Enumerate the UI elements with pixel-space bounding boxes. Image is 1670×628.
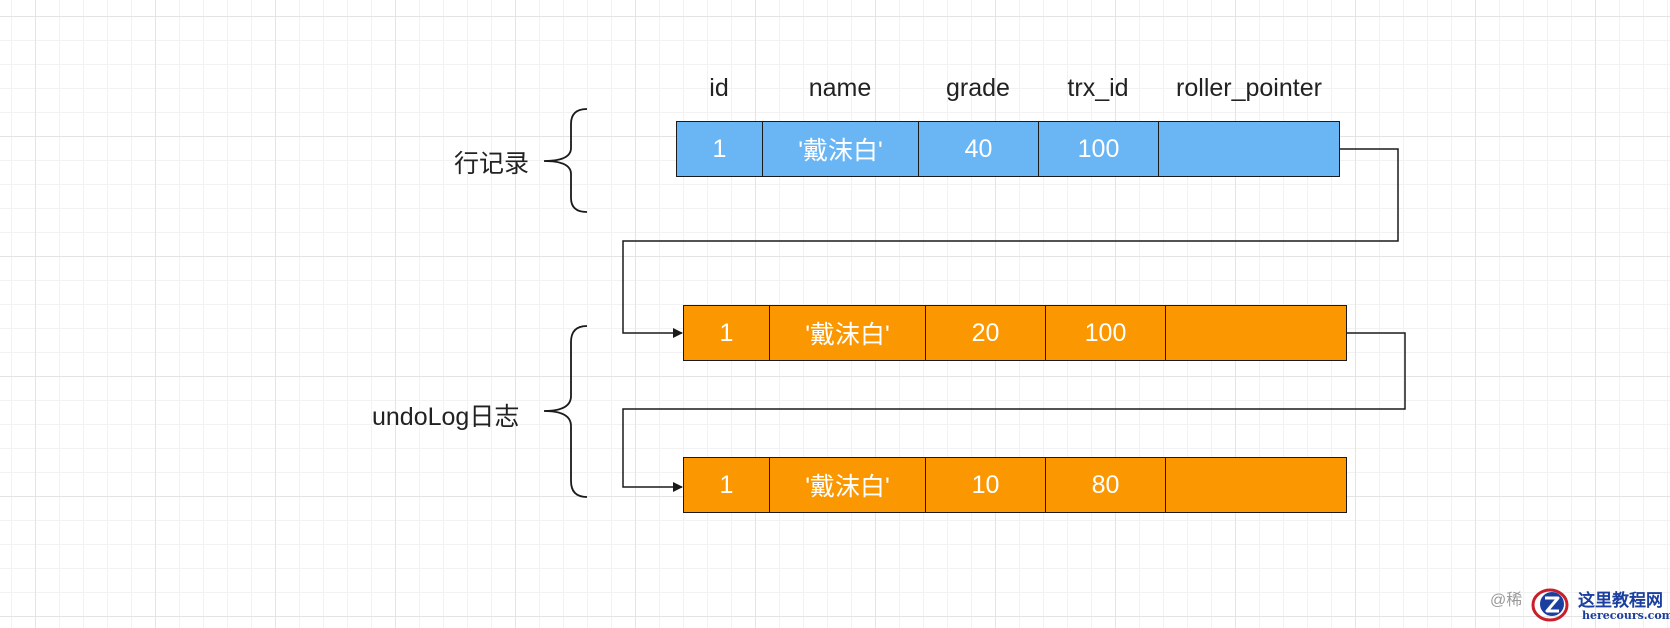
cell-id: 1	[677, 122, 763, 176]
cell-name: '戴沫白'	[770, 458, 926, 512]
row-record: 1 '戴沫白' 40 100	[676, 121, 1340, 177]
site-url: herecours.com	[1582, 609, 1670, 622]
cell-trx-id: 100	[1039, 122, 1159, 176]
cell-trx-id: 100	[1046, 306, 1166, 360]
cell-trx-id: 80	[1046, 458, 1166, 512]
cell-id: 1	[684, 306, 770, 360]
cell-grade: 20	[926, 306, 1046, 360]
row-record-label: 行记录	[454, 150, 530, 178]
undo-log-label: undoLog日志	[372, 403, 520, 431]
pointer-line-record-to-undo1	[622, 148, 1399, 338]
cell-grade: 10	[926, 458, 1046, 512]
cell-roller-pointer	[1166, 306, 1346, 360]
pointer-line-undo1-to-undo2	[622, 332, 1406, 492]
brace-undo-log	[543, 325, 588, 498]
cell-name: '戴沫白'	[763, 122, 919, 176]
cell-name: '戴沫白'	[770, 306, 926, 360]
site-logo-icon	[1531, 588, 1569, 622]
header-grade: grade	[946, 74, 1010, 102]
header-roller-pointer: roller_pointer	[1176, 74, 1322, 102]
cell-grade: 40	[919, 122, 1039, 176]
cell-roller-pointer	[1159, 122, 1339, 176]
header-id: id	[709, 74, 729, 102]
header-trx-id: trx_id	[1067, 74, 1129, 102]
site-name: 这里教程网	[1578, 591, 1663, 611]
cell-roller-pointer	[1166, 458, 1346, 512]
cell-id: 1	[684, 458, 770, 512]
header-name: name	[808, 74, 872, 102]
brace-row-record	[543, 108, 588, 213]
watermark-text: @稀	[1490, 592, 1523, 609]
undo-log-entry: 1 '戴沫白' 10 80	[683, 457, 1347, 513]
undo-log-entry: 1 '戴沫白' 20 100	[683, 305, 1347, 361]
